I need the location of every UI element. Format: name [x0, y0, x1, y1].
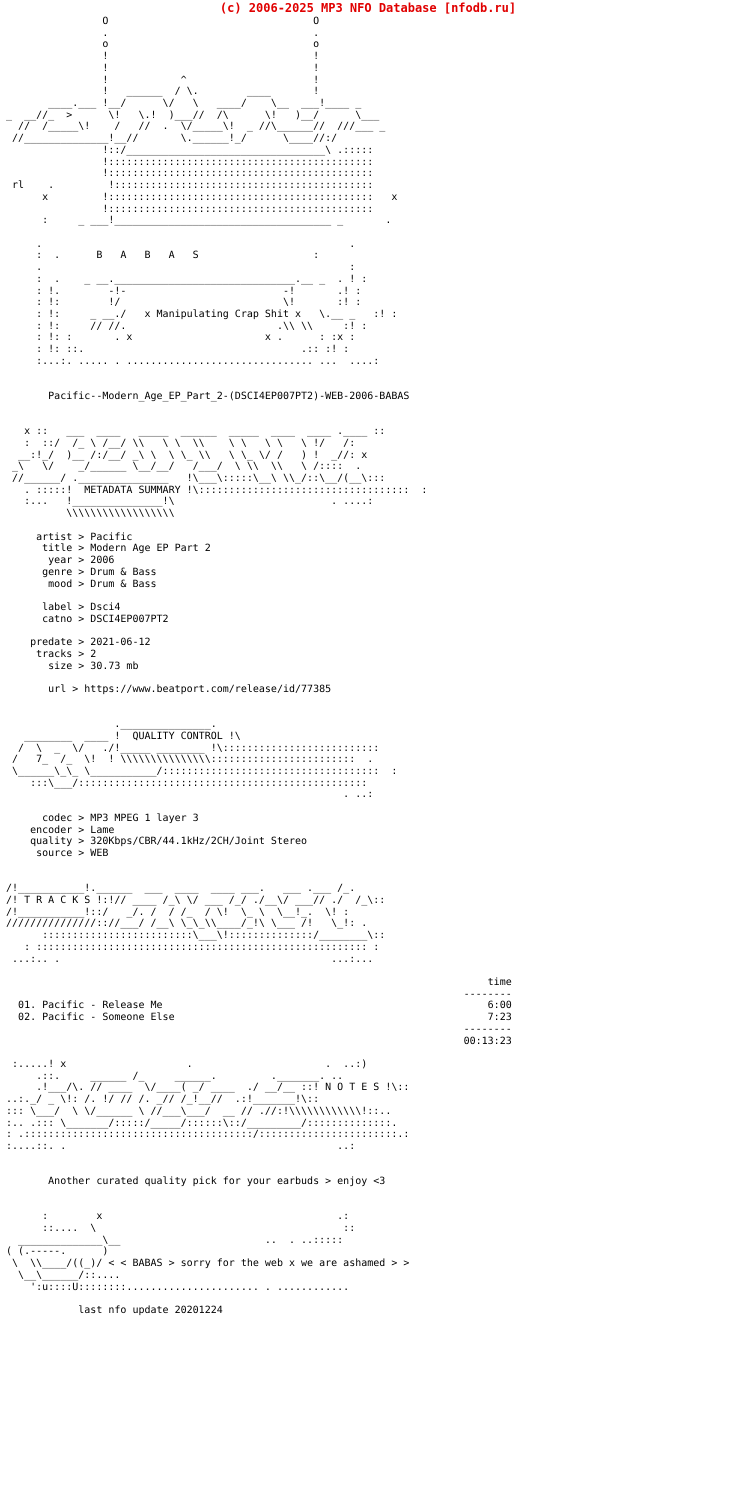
nfo-body: O O . . o o ! !	[0, 16, 736, 1317]
site-header-title: (c) 2006-2025 MP3 NFO Database [nfodb.ru…	[219, 1, 517, 15]
nfo-ascii-content: O O . . o o ! !	[6, 16, 512, 1317]
